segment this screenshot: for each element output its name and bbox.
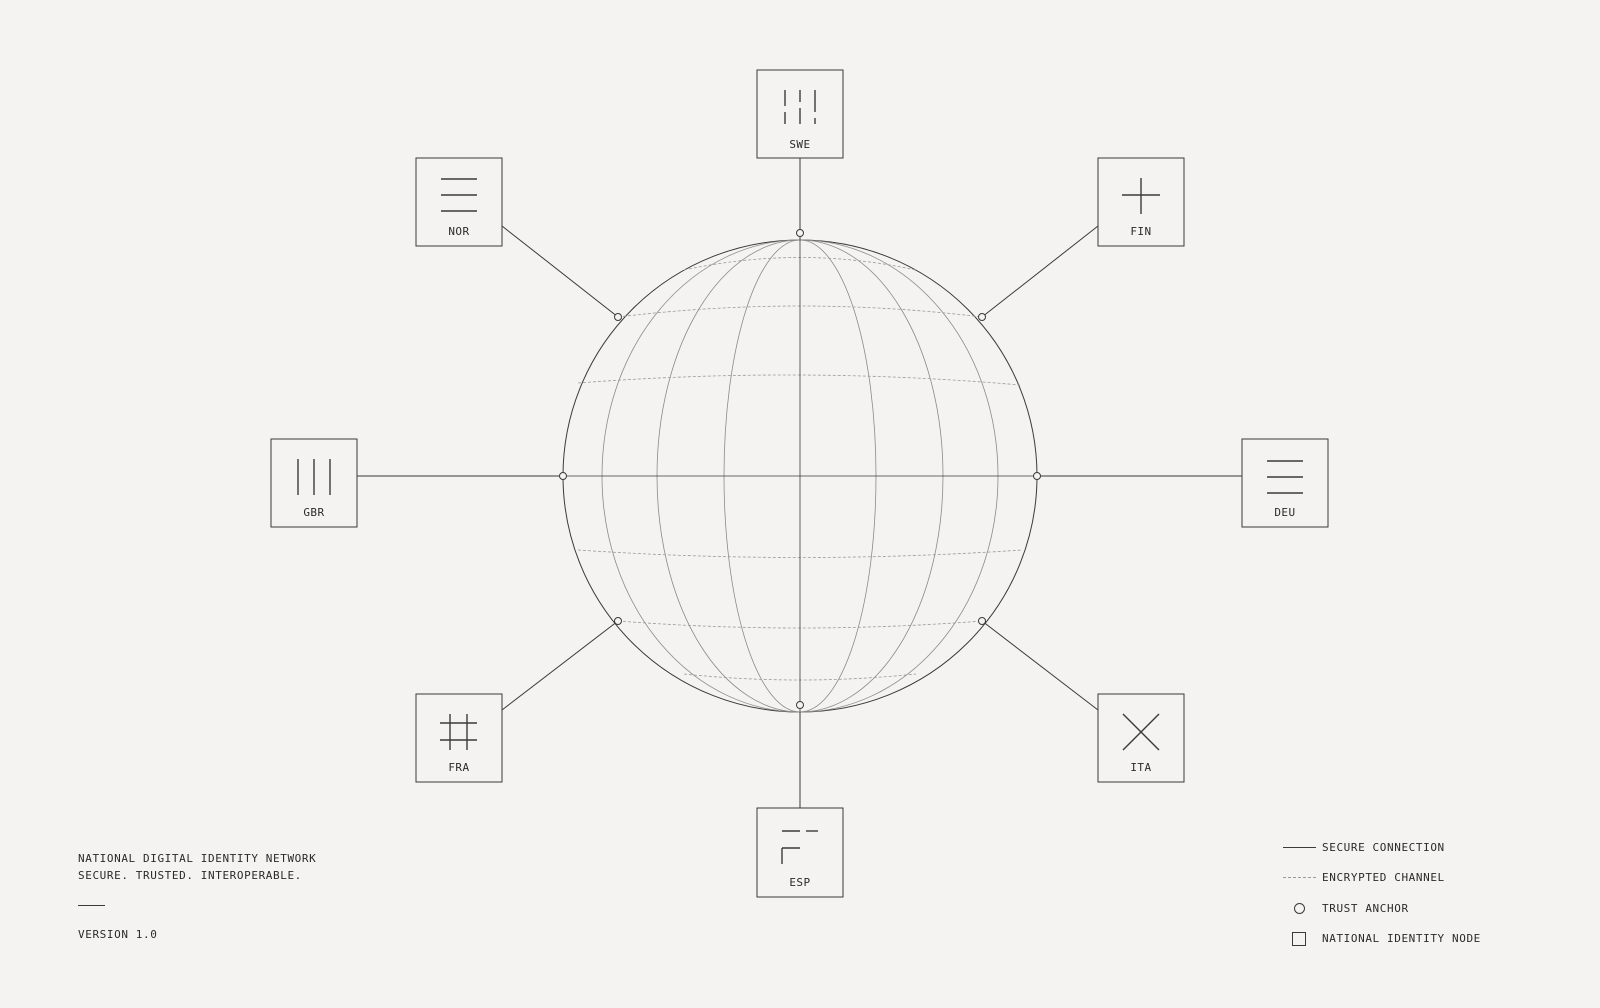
trust-anchor [978,313,986,321]
connection-ita [981,620,1099,711]
legend-item-trust-anchor: TRUST ANCHOR [1274,893,1481,924]
trust-anchors [559,229,1041,709]
square-icon [1274,931,1324,946]
node-fra[interactable]: FRA [415,693,503,783]
node-swe[interactable]: SWE [756,69,844,159]
node-deu[interactable]: DEU [1241,438,1329,528]
corner-marks-icon [781,830,818,864]
three-vertical-bars-icon [297,459,331,495]
legend-item-national-identity-node: NATIONAL IDENTITY NODE [1274,924,1481,955]
caption-tagline: SECURE. TRUSTED. INTEROPERABLE. [78,869,302,882]
node-label: GBR [303,506,324,519]
globe-latitude [577,374,1021,386]
dashed-line-icon [1274,871,1324,885]
trust-anchor [559,472,567,480]
connection-nor [501,225,619,318]
caption-title: NATIONAL DIGITAL IDENTITY NETWORK [78,852,317,865]
bars-split-icon [784,90,816,124]
legend: SECURE CONNECTION ENCRYPTED CHANNEL TRUS… [1274,832,1481,954]
node-ita[interactable]: ITA [1097,693,1185,783]
circle-icon [1274,901,1324,915]
globe [562,239,1038,713]
nodes: SWE FIN DEU [270,69,1329,898]
trust-anchor [796,229,804,237]
three-horizontal-bars-icon [1267,460,1303,494]
node-label: SWE [789,138,810,151]
node-box [415,157,503,247]
node-esp[interactable]: ESP [756,807,844,898]
node-box [1097,693,1185,783]
connection-fra [501,620,619,711]
node-label: FIN [1130,225,1151,238]
hash-grid-icon [440,714,477,750]
trust-anchor [1033,472,1041,480]
node-box [1241,438,1329,528]
trust-anchor [978,617,986,625]
node-fin[interactable]: FIN [1097,157,1185,247]
node-gbr[interactable]: GBR [270,438,358,528]
trust-anchor [796,701,804,709]
node-label: FRA [448,761,469,774]
legend-label: NATIONAL IDENTITY NODE [1322,932,1481,946]
node-label: ITA [1130,761,1151,774]
network-caption: NATIONAL DIGITAL IDENTITY NETWORK SECURE… [78,850,316,943]
legend-item-encrypted-channel: ENCRYPTED CHANNEL [1274,863,1481,894]
solid-line-icon [1274,840,1324,854]
plus-icon [1122,178,1160,214]
connections [357,158,1242,808]
trust-anchor [614,617,622,625]
legend-item-secure-connection: SECURE CONNECTION [1274,832,1481,863]
caption-divider [78,905,105,906]
node-box [415,693,503,783]
node-box [756,807,844,898]
node-label: ESP [789,876,810,889]
three-horizontal-bars-icon [441,178,477,212]
trust-anchor [614,313,622,321]
legend-label: TRUST ANCHOR [1322,901,1409,915]
node-nor[interactable]: NOR [415,157,503,247]
legend-label: SECURE CONNECTION [1322,840,1445,854]
connection-fin [981,225,1099,318]
x-cross-icon [1122,713,1160,751]
legend-label: ENCRYPTED CHANNEL [1322,871,1445,885]
node-label: DEU [1274,506,1295,519]
caption-version: VERSION 1.0 [78,928,158,941]
node-label: NOR [448,225,469,238]
